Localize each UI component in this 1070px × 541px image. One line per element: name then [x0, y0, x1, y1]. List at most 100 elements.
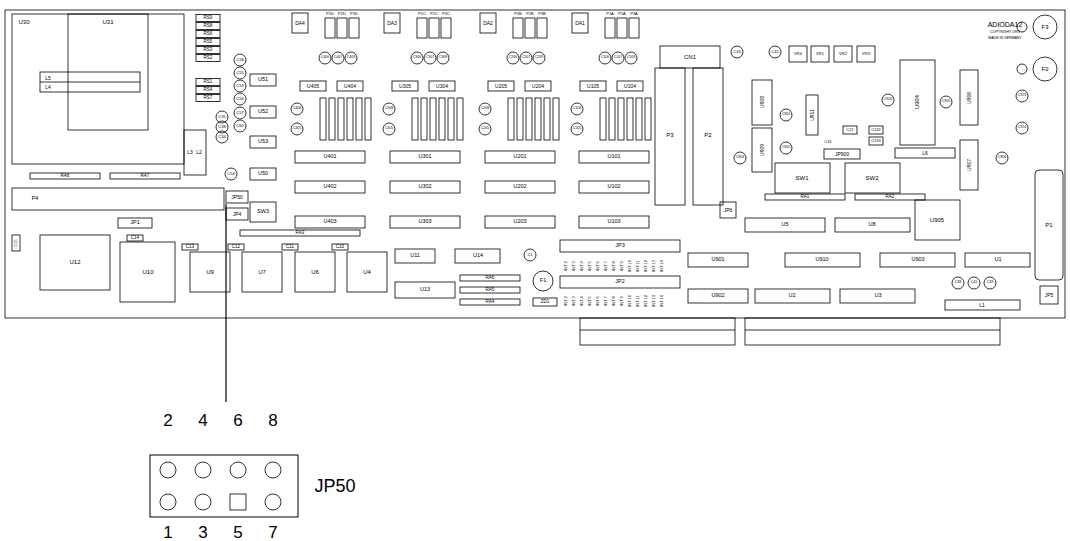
part-label: U901 — [711, 257, 724, 263]
part-label: P2B — [526, 12, 534, 16]
part-label: CN1 — [684, 54, 696, 60]
part-label: C108 — [573, 107, 581, 111]
part-label: C59 — [236, 84, 243, 88]
part-label: RS5 — [204, 40, 213, 45]
part-label: C57 — [236, 111, 243, 115]
part-label: JP4 — [233, 212, 242, 217]
part-label: INT 2 — [564, 261, 568, 271]
part-label: U302 — [418, 184, 431, 190]
part-label: U201 — [513, 154, 526, 160]
part-label: U202 — [513, 184, 526, 190]
part-label: SW1 — [795, 175, 808, 181]
part-label: C307 — [426, 56, 434, 60]
part-label: RS7 — [204, 96, 213, 101]
part-label: C133 — [871, 139, 881, 143]
part-label: U8 — [868, 222, 875, 228]
part-label: U103 — [607, 219, 620, 225]
part-label: U51 — [258, 77, 268, 83]
part-label: ADIODA12 — [988, 21, 1023, 28]
part-label: JP2 — [615, 279, 624, 285]
part-label: C55 — [236, 71, 243, 75]
part-label: INT 5 — [588, 261, 592, 271]
pin-number: 8 — [268, 412, 277, 429]
part-label: SW2 — [865, 175, 878, 181]
part-label: INT 9 — [620, 261, 624, 271]
part-label: C205 — [481, 127, 489, 131]
part-label: C308 — [385, 107, 393, 111]
part-label: C405 — [293, 127, 301, 131]
part-label: U403 — [323, 219, 336, 225]
part-label: INT 14 — [660, 295, 664, 307]
part-label: U10 — [142, 269, 153, 275]
part-label: JP900 — [835, 152, 849, 157]
part-label: P3C — [442, 12, 450, 16]
part-label: INT 8 — [612, 296, 616, 306]
part-label: C132 — [871, 128, 881, 132]
part-label: C11 — [286, 245, 294, 250]
part-label: C107 — [614, 56, 622, 60]
part-label: DA1 — [575, 21, 585, 26]
part-label: C407 — [334, 56, 342, 60]
pin-number: 4 — [198, 412, 207, 429]
part-label: U305 — [399, 84, 411, 89]
part-label: C109 — [627, 56, 635, 60]
part-label: P2 — [704, 132, 711, 138]
part-label: RA5 — [486, 288, 495, 293]
part-label: C1 — [527, 253, 532, 257]
part-label: INT 8 — [612, 261, 616, 271]
part-label: INT 4 — [580, 261, 584, 271]
part-label: L6 — [922, 151, 928, 156]
part-label: U908 — [760, 96, 765, 108]
part-label: P1 — [1045, 222, 1052, 228]
part-label: F2 — [1041, 66, 1048, 72]
part-label: RS6 — [204, 32, 213, 37]
part-label: VR1 — [816, 52, 824, 56]
pin-number: 3 — [198, 524, 207, 541]
part-label: C38 — [955, 281, 961, 285]
part-label: U910 — [815, 257, 828, 263]
part-label: C12 — [232, 245, 240, 250]
part-label: JP6 — [724, 208, 733, 213]
part-label: C42 — [771, 50, 778, 54]
part-label: P4 — [32, 196, 39, 202]
part-label: SW3 — [257, 209, 269, 215]
part-label: L5 — [45, 76, 51, 81]
part-label: VR3 — [862, 52, 870, 56]
part-label: C54 — [227, 172, 234, 176]
part-label: U31 — [102, 19, 113, 25]
part-label: DA3 — [387, 21, 397, 26]
part-label: ZD1 — [541, 300, 550, 305]
part-label: P3B — [538, 12, 546, 16]
part-label: U101 — [607, 154, 620, 160]
part-label: C39 — [987, 281, 993, 285]
part-label: C58 — [236, 58, 243, 62]
part-label: C105 — [573, 127, 581, 131]
part-label: U401 — [323, 154, 336, 160]
part-label: L3 — [187, 150, 193, 155]
part-label: U6 — [311, 269, 319, 275]
part-label: C13 — [186, 245, 194, 250]
part-label: C21 — [846, 128, 853, 132]
part-label: C901 — [782, 113, 790, 117]
part-label: C306 — [413, 56, 421, 60]
part-label: U52 — [258, 109, 268, 115]
part-label: U11 — [410, 253, 420, 259]
part-label: P3A — [630, 12, 638, 16]
part-label: U304 — [436, 84, 448, 89]
part-label: U5 — [781, 222, 788, 228]
part-label: U13 — [420, 287, 430, 293]
part-label: C207 — [522, 56, 530, 60]
part-label: RA2 — [886, 195, 895, 200]
part-label: U203 — [513, 219, 526, 225]
part-label: C409 — [347, 56, 355, 60]
part-label: INT 9 — [620, 296, 624, 306]
part-label: P1C — [418, 12, 426, 16]
part-label: INT 6 — [596, 261, 600, 271]
part-label: P3D — [350, 12, 358, 16]
part-label: U204 — [532, 84, 544, 89]
part-label: VR4 — [794, 52, 802, 56]
part-label: P1A — [606, 12, 614, 16]
part-label: C43 — [733, 50, 740, 54]
part-label: RS2 — [204, 56, 213, 61]
part-label: U1 — [994, 257, 1001, 263]
